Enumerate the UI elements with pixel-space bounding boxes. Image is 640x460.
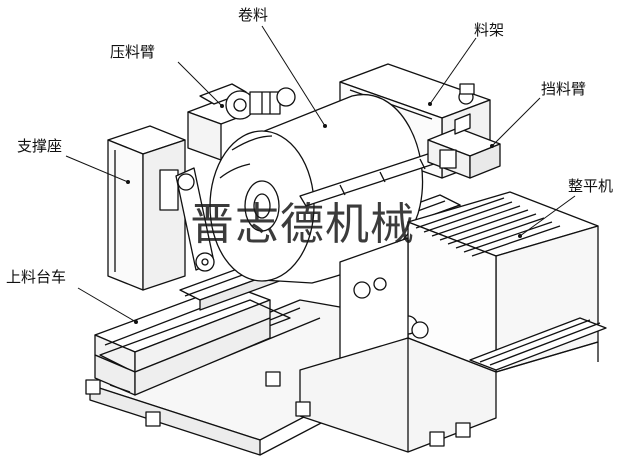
label-material-rack: 料架	[474, 21, 505, 39]
swing-arm	[175, 167, 215, 272]
straightener	[295, 191, 607, 453]
label-support-base: 支撑座	[17, 137, 63, 155]
label-retaining-arm: 挡料臂	[541, 80, 587, 98]
leader-lines	[65, 25, 576, 323]
press-arm	[187, 83, 296, 161]
retaining-arm	[427, 113, 501, 179]
watermark-text: 晋志德机械	[190, 199, 415, 250]
loading-cart	[94, 284, 291, 396]
label-loading-cart: 上料台车	[6, 268, 67, 286]
label-coil: 卷料	[238, 6, 269, 24]
label-straightener: 整平机	[568, 177, 614, 195]
leader-ends	[126, 102, 522, 324]
support-base	[107, 125, 186, 291]
label-press-arm: 压料臂	[110, 43, 156, 61]
